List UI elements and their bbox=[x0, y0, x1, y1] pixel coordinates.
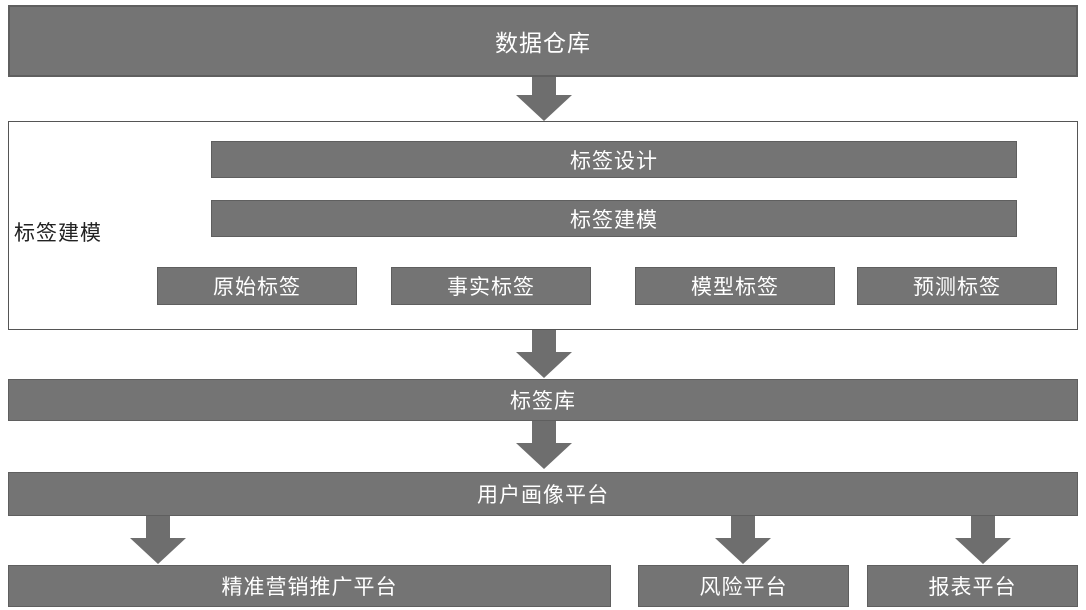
arrow-warehouse-to-modeling bbox=[516, 77, 572, 121]
data-warehouse-label: 数据仓库 bbox=[495, 31, 591, 57]
arrow-modeling-to-library bbox=[516, 330, 572, 378]
user-profile-platform-box: 用户画像平台 bbox=[8, 472, 1078, 516]
user-profile-platform-label: 用户画像平台 bbox=[477, 483, 609, 507]
tag-design-box: 标签设计 bbox=[211, 141, 1017, 178]
tag-library-label: 标签库 bbox=[510, 389, 576, 413]
predict-tags-label: 预测标签 bbox=[913, 275, 1001, 299]
arrow-library-to-profile bbox=[516, 421, 572, 469]
model-tags-label: 模型标签 bbox=[691, 275, 779, 299]
raw-tags-box: 原始标签 bbox=[157, 267, 357, 305]
tag-design-label: 标签设计 bbox=[570, 148, 658, 173]
arrow-to-marketing bbox=[130, 516, 186, 564]
model-tags-box: 模型标签 bbox=[635, 267, 835, 305]
tag-modeling-box: 标签建模 bbox=[211, 200, 1017, 237]
risk-platform-box: 风险平台 bbox=[638, 565, 849, 607]
marketing-platform-label: 精准营销推广平台 bbox=[221, 575, 398, 599]
predict-tags-box: 预测标签 bbox=[857, 267, 1057, 305]
report-platform-box: 报表平台 bbox=[867, 565, 1078, 607]
tag-library-box: 标签库 bbox=[8, 379, 1078, 421]
risk-platform-label: 风险平台 bbox=[699, 575, 788, 599]
fact-tags-box: 事实标签 bbox=[391, 267, 591, 305]
marketing-platform-box: 精准营销推广平台 bbox=[8, 565, 611, 607]
tag-modeling-section-label: 标签建模 bbox=[14, 221, 102, 245]
tag-modeling-label: 标签建模 bbox=[570, 207, 658, 232]
raw-tags-label: 原始标签 bbox=[213, 275, 301, 299]
arrow-to-report bbox=[955, 516, 1011, 564]
arrow-to-risk bbox=[715, 516, 771, 564]
data-warehouse-box: 数据仓库 bbox=[8, 5, 1078, 77]
report-platform-label: 报表平台 bbox=[928, 575, 1017, 599]
fact-tags-label: 事实标签 bbox=[447, 275, 535, 299]
